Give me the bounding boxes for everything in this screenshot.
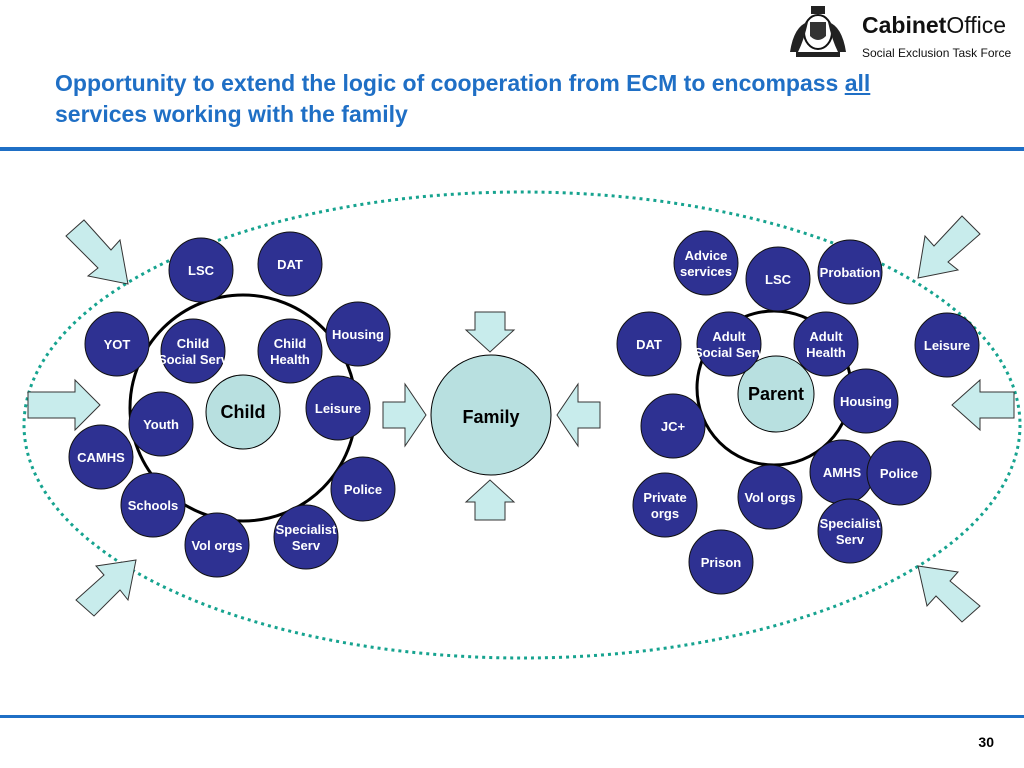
parent-node-label-leisure: Leisure — [924, 338, 970, 353]
parent-node-label-lsc: LSC — [765, 272, 792, 287]
parent-node-label-adult-social-serv: Adult — [712, 329, 746, 344]
parent-node-private-orgs — [632, 472, 698, 538]
arrow-right-outer-icon — [27, 378, 101, 432]
footer-divider — [0, 715, 1024, 718]
child-node-label-housing: Housing — [332, 327, 384, 342]
parent-node-prison — [688, 529, 754, 595]
child-hub — [205, 374, 281, 450]
parent-node-label-private-orgs: Private — [643, 490, 686, 505]
parent-node-vol-orgs — [737, 464, 803, 530]
parent-node-housing — [833, 368, 899, 434]
child-node-schools — [120, 472, 186, 538]
parent-node-label-vol-orgs: Vol orgs — [744, 490, 795, 505]
arrow-down-right-icon — [65, 219, 129, 285]
family-hub-label: Family — [462, 407, 519, 427]
parent-node-label-probation: Probation — [820, 265, 881, 280]
child-node-label-child-social-serv: Social Serv — [158, 352, 229, 367]
parent-node-label-private-orgs: orgs — [651, 506, 679, 521]
parent-node-label-advice-services: services — [680, 264, 732, 279]
parent-node-label-dat: DAT — [636, 337, 662, 352]
child-node-label-child-health: Child — [274, 336, 307, 351]
arrow-up-left-icon — [917, 565, 981, 623]
child-node-label-youth: Youth — [143, 417, 179, 432]
header-divider — [0, 147, 1024, 151]
child-node-dat — [257, 231, 323, 297]
parent-node-label-specialist-serv: Specialist — [820, 516, 881, 531]
parent-node-dat — [616, 311, 682, 377]
parent-node-label-amhs: AMHS — [823, 465, 862, 480]
parent-node-advice-services — [673, 230, 739, 296]
parent-node-label-adult-social-serv: Social Serv — [694, 345, 765, 360]
brand-subtitle: Social Exclusion Task Force — [862, 46, 1012, 60]
parent-node-police — [866, 440, 932, 506]
child-node-label-child-social-serv: Child — [177, 336, 210, 351]
cabinet-office-logo: CabinetOffice Social Exclusion Task Forc… — [782, 2, 1022, 62]
parent-node-label-specialist-serv: Serv — [836, 532, 865, 547]
child-node-label-vol-orgs: Vol orgs — [191, 538, 242, 553]
parent-node-label-housing: Housing — [840, 394, 892, 409]
child-node-youth — [128, 391, 194, 457]
child-hub-label: Child — [221, 402, 266, 422]
child-node-child-social-serv — [160, 318, 226, 384]
parent-node-adult-health — [793, 311, 859, 377]
child-node-label-specialist-serv: Specialist — [276, 522, 337, 537]
child-node-label-lsc: LSC — [188, 263, 215, 278]
page-number: 30 — [978, 734, 994, 750]
page-title: Opportunity to extend the logic of coope… — [55, 70, 871, 127]
parent-node-jc-plus — [640, 393, 706, 459]
arrow-down-icon — [464, 311, 516, 353]
royal-coat-of-arms-icon — [790, 6, 846, 57]
parent-hub — [737, 355, 815, 433]
arrow-left-outer-icon — [951, 378, 1015, 432]
child-node-specialist-serv — [273, 504, 339, 570]
child-node-yot — [84, 311, 150, 377]
brand-name: CabinetOffice — [862, 12, 1006, 38]
arrow-up-right-icon — [75, 559, 137, 617]
child-node-label-dat: DAT — [277, 257, 303, 272]
parent-node-leisure — [914, 312, 980, 378]
child-node-label-child-health: Health — [270, 352, 310, 367]
child-node-child-health — [257, 318, 323, 384]
parent-node-label-police: Police — [880, 466, 918, 481]
child-node-leisure — [305, 375, 371, 441]
arrow-right-icon — [382, 382, 427, 448]
child-node-label-specialist-serv: Serv — [292, 538, 321, 553]
child-node-label-yot: YOT — [104, 337, 131, 352]
child-node-label-police: Police — [344, 482, 382, 497]
parent-node-label-jc-plus: JC+ — [661, 419, 686, 434]
child-node-label-schools: Schools — [128, 498, 179, 513]
child-node-lsc — [168, 237, 234, 303]
child-node-police — [330, 456, 396, 522]
child-node-camhs — [68, 424, 134, 490]
arrow-down-left-icon — [917, 215, 981, 279]
parent-node-lsc — [745, 246, 811, 312]
parent-node-label-adult-health: Adult — [809, 329, 843, 344]
child-node-label-leisure: Leisure — [315, 401, 361, 416]
parent-node-label-adult-health: Health — [806, 345, 846, 360]
parent-node-label-advice-services: Advice — [685, 248, 728, 263]
parent-hub-label: Parent — [748, 384, 804, 404]
arrow-left-icon — [556, 382, 601, 448]
parent-node-label-prison: Prison — [701, 555, 742, 570]
parent-node-probation — [817, 239, 883, 305]
parent-node-adult-social-serv — [696, 311, 762, 377]
arrow-up-icon — [464, 479, 516, 521]
child-node-vol-orgs — [184, 512, 250, 578]
outer-dotted-ellipse — [22, 190, 1022, 660]
parent-node-specialist-serv — [817, 498, 883, 564]
child-node-housing — [325, 301, 391, 367]
family-hub — [430, 354, 552, 476]
child-node-label-camhs: CAMHS — [77, 450, 125, 465]
